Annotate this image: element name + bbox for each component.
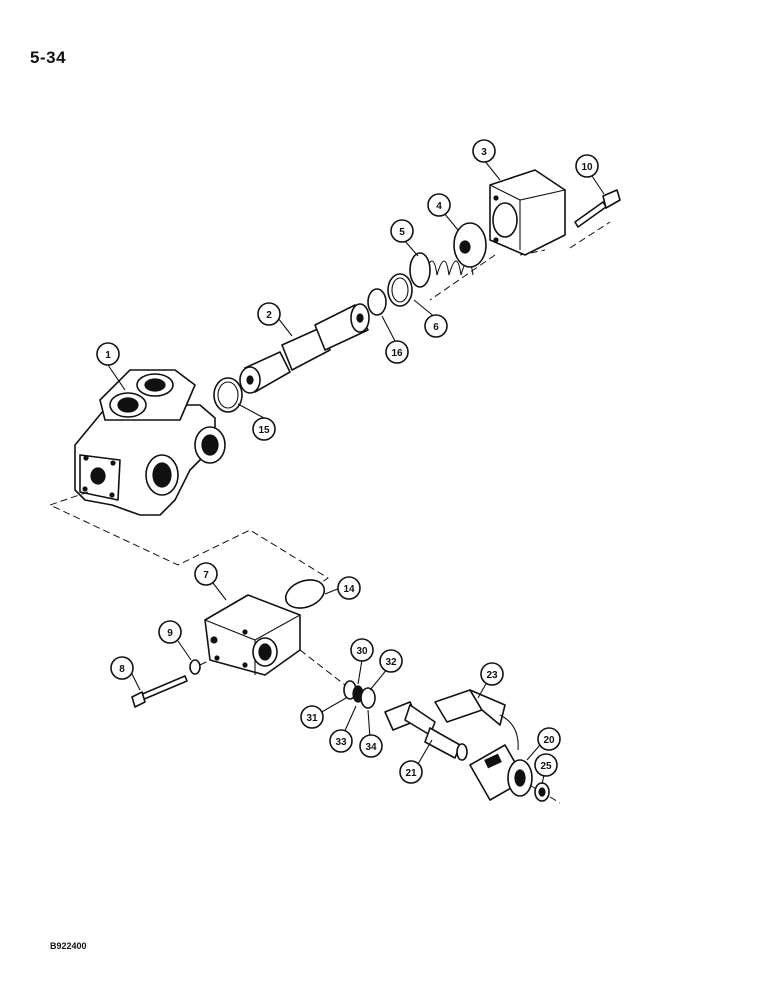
svg-text:2: 2 [266, 310, 272, 321]
svg-text:23: 23 [486, 670, 498, 681]
callout-9: 9 [158, 620, 182, 644]
assembly-line-lower [199, 649, 346, 686]
assembly-line-coil [529, 784, 561, 804]
svg-text:3: 3 [481, 147, 487, 158]
svg-text:34: 34 [365, 742, 377, 753]
callout-14: 14 [337, 576, 361, 600]
svg-text:8: 8 [119, 664, 125, 675]
bolt-8 [131, 675, 188, 708]
drawing-code: B922400 [50, 941, 87, 951]
callout-30: 30 [350, 638, 374, 662]
bolt-10 [574, 189, 621, 228]
callout-2: 2 [257, 302, 281, 326]
callout-15: 15 [252, 417, 276, 441]
callout-20: 20 [537, 727, 561, 751]
svg-text:9: 9 [167, 628, 173, 639]
callout-33: 33 [329, 729, 353, 753]
svg-text:16: 16 [391, 348, 403, 359]
cartridge-21 [384, 701, 468, 761]
spool [239, 303, 370, 394]
callout-32: 32 [379, 649, 403, 673]
svg-text:5: 5 [399, 227, 405, 238]
svg-text:32: 32 [385, 657, 397, 668]
assembly-line-top [429, 249, 546, 301]
svg-text:30: 30 [356, 646, 368, 657]
spring [409, 252, 474, 288]
svg-text:21: 21 [405, 768, 417, 779]
svg-text:7: 7 [203, 570, 209, 581]
callout-10: 10 [575, 154, 599, 178]
svg-text:15: 15 [258, 425, 270, 436]
o-ring-14 [284, 579, 326, 609]
svg-text:4: 4 [436, 201, 442, 212]
valve-body [74, 369, 226, 516]
callout-25: 25 [534, 753, 558, 777]
callout-21: 21 [399, 760, 423, 784]
coil-20 [469, 744, 533, 801]
callout-8: 8 [110, 656, 134, 680]
callout-6: 6 [424, 314, 448, 338]
callout-31: 31 [300, 705, 324, 729]
washer-9 [189, 659, 201, 675]
svg-text:31: 31 [306, 713, 318, 724]
end-block-7 [204, 594, 301, 676]
svg-text:33: 33 [335, 737, 347, 748]
end-cap-3 [489, 169, 566, 256]
callout-34: 34 [359, 734, 383, 758]
callout-23: 23 [480, 662, 504, 686]
svg-text:1: 1 [105, 350, 111, 361]
assembly-line-bolt [569, 221, 611, 249]
svg-text:6: 6 [433, 322, 439, 333]
callout-7: 7 [194, 562, 218, 586]
nut-25 [534, 782, 550, 802]
svg-text:20: 20 [543, 735, 555, 746]
svg-text:10: 10 [581, 162, 593, 173]
snap-ring-16 [367, 288, 387, 316]
connector-23 [434, 689, 519, 751]
svg-text:14: 14 [343, 584, 355, 595]
backup-ring-32 [360, 687, 376, 709]
callout-16: 16 [385, 340, 409, 364]
callout-5: 5 [390, 219, 414, 243]
callout-1: 1 [96, 342, 120, 366]
callout-4: 4 [427, 193, 451, 217]
leader-lines [107, 159, 605, 785]
callout-3: 3 [472, 139, 496, 163]
assembly-line-body [48, 491, 329, 591]
page-number: 5-34 [30, 48, 67, 67]
svg-text:25: 25 [540, 761, 552, 772]
